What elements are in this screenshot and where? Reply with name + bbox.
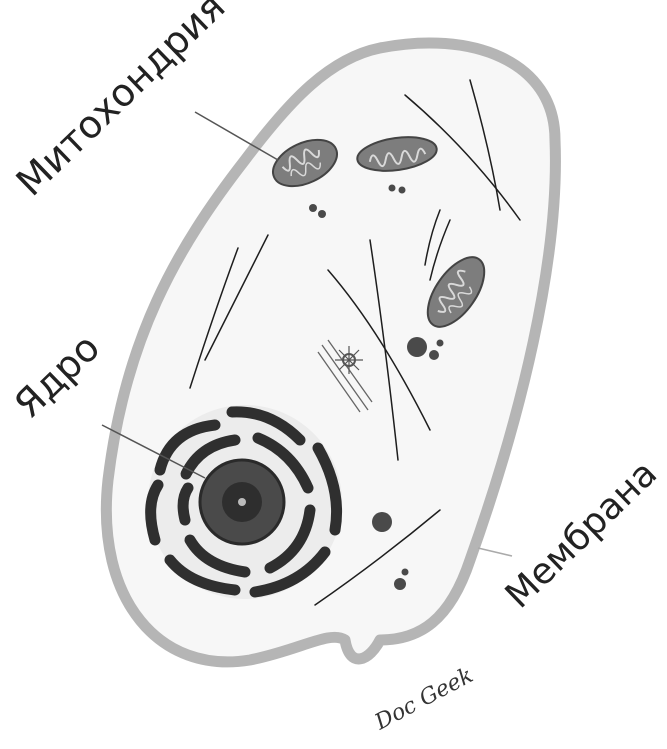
signature: Doc Geek <box>370 663 477 736</box>
membrane-leader-line <box>478 548 512 556</box>
nucleus <box>148 405 342 599</box>
membrane-label: Мембрана <box>498 453 665 617</box>
nucleus-label: Ядро <box>6 325 109 426</box>
mitochondria-label: Митохондрия <box>8 0 234 204</box>
